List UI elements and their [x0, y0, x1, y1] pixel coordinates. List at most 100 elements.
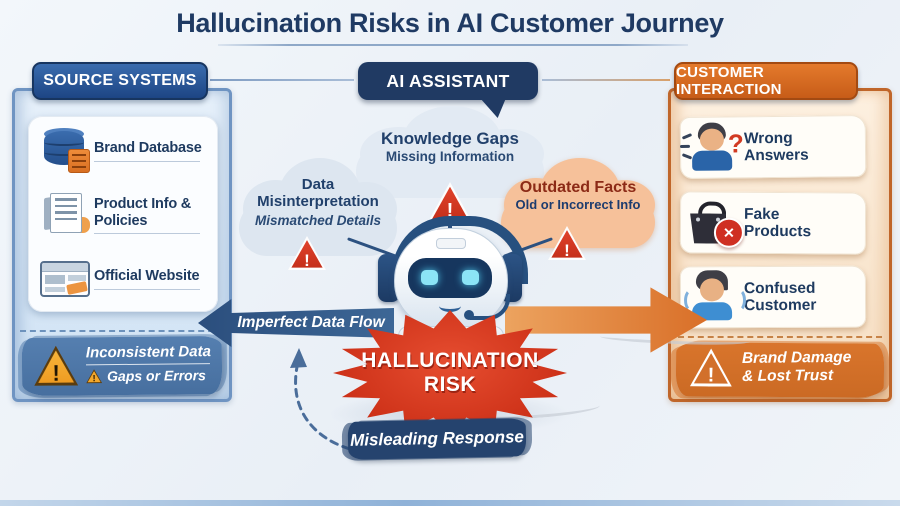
list-item-official-website: Official Website — [36, 248, 212, 310]
connector-line-left — [210, 79, 354, 81]
browser-block — [45, 275, 65, 284]
warning-mark: ! — [707, 364, 715, 387]
robot-eye-right — [462, 270, 479, 285]
document-sheet — [50, 193, 82, 233]
risk-label: RISK — [423, 373, 477, 396]
warning-triangle-icon: ! — [34, 345, 78, 385]
emphasis-line — [679, 144, 690, 148]
database-ridge — [44, 139, 84, 146]
browser-block — [68, 275, 86, 281]
confused-customer-label: Confused Customer — [743, 279, 817, 315]
fake-products-label: Fake Products — [743, 205, 812, 241]
misleading-response-label: Misleading Response — [349, 427, 525, 450]
source-item-label: Product Info & Policies — [94, 196, 206, 234]
database-icon — [36, 125, 94, 177]
customer-interaction-header-label: CUSTOMER INTERACTION — [676, 64, 782, 98]
label-underline — [94, 160, 200, 162]
browser-block — [45, 287, 65, 292]
outdated-facts-title: Outdated Facts — [519, 179, 637, 197]
customer-question-icon: ? — [679, 120, 745, 175]
brand-damage-label: Brand Damage — [741, 348, 852, 367]
warning-mark: ! — [304, 251, 310, 271]
avatar-shirt — [692, 150, 733, 171]
warning-mark: ! — [52, 360, 60, 386]
cloud-text: Data Misinterpretation Mismatched Detail… — [236, 176, 400, 229]
inconsistent-data-label: Inconsistent Data — [85, 343, 211, 362]
x-mark: ✕ — [723, 224, 735, 241]
data-misinterpretation-subtitle: Mismatched Details — [254, 212, 382, 228]
ai-assistant-header-label: AI ASSISTANT — [386, 70, 510, 91]
document-icon — [36, 189, 94, 241]
source-items-card: Brand Database Product Info & Policies — [28, 116, 218, 312]
x-mark-icon: ✕ — [713, 217, 745, 248]
imperfect-data-flow-label: Imperfect Data Flow — [237, 314, 385, 331]
microphone-arm — [470, 294, 510, 320]
lost-trust-label: & Lost Trust — [742, 366, 834, 385]
cloud-text: Knowledge Gaps Missing Information — [352, 129, 548, 166]
browser-accent — [66, 281, 88, 295]
inconsistent-data-band: ! Inconsistent Data ! Gaps or Errors — [21, 335, 223, 397]
source-item-label: Official Website — [94, 268, 206, 290]
knowledge-gaps-subtitle: Missing Information — [385, 148, 515, 164]
customer-interaction-header: CUSTOMER INTERACTION — [674, 62, 858, 100]
list-item-fake-products: ✕ Fake Products — [679, 191, 867, 255]
robot-eye-left — [421, 270, 438, 285]
connector-line-right — [542, 79, 670, 81]
bag-rivet — [696, 217, 701, 222]
source-systems-header: SOURCE SYSTEMS — [32, 62, 208, 100]
headphone-band — [392, 216, 528, 284]
knowledge-gaps-cloud: Knowledge Gaps Missing Information — [352, 106, 548, 200]
title-underline — [218, 44, 688, 46]
robot-visor — [408, 258, 492, 298]
question-mark-icon: ? — [727, 128, 745, 159]
outdated-facts-cloud: Outdated Facts Old or Incorrect Info — [498, 158, 658, 250]
bottom-accent-bar — [0, 500, 900, 506]
hallucination-label: HALLUCINATION — [361, 348, 539, 372]
list-item-wrong-answers: ? Wrong Answers — [679, 115, 867, 179]
database-card — [68, 149, 90, 173]
robot-head-slot — [436, 238, 466, 249]
source-item-label: Brand Database — [94, 140, 206, 162]
warning-triangle-outline-icon: ! — [690, 348, 732, 386]
wrong-answers-label: Wrong Answers — [743, 129, 809, 165]
list-item-product-info: Product Info & Policies — [36, 184, 212, 246]
fake-product-bag-icon: ✕ — [680, 195, 745, 249]
warning-mark: ! — [446, 200, 454, 223]
gaps-or-errors-label: Gaps or Errors — [107, 367, 207, 385]
misleading-response-badge: Misleading Response — [347, 418, 527, 460]
outdated-facts-subtitle: Old or Incorrect Info — [515, 197, 641, 213]
browser-window — [40, 261, 90, 297]
label-underline — [94, 232, 200, 234]
emphasis-line — [681, 133, 692, 140]
emphasis-line — [681, 153, 693, 160]
triangle-stick — [448, 214, 452, 240]
avatar-face — [699, 278, 725, 302]
brand-damage-band: ! Brand Damage & Lost Trust — [675, 342, 885, 398]
browser-icon — [36, 253, 94, 305]
data-misinterpretation-title: Data Misinterpretation — [257, 176, 379, 211]
browser-toolbar — [42, 263, 88, 272]
warning-triangle-small-icon: ! — [86, 369, 102, 383]
list-item-confused-customer: Confused Customer — [679, 265, 867, 329]
hallucination-risk-badge: HALLUCINATION RISK — [333, 310, 567, 436]
gaps-or-errors-row: ! Gaps or Errors — [86, 367, 216, 384]
band-divider — [85, 363, 210, 366]
page-title: Hallucination Risks in AI Customer Journ… — [176, 8, 724, 38]
source-systems-header-label: SOURCE SYSTEMS — [43, 72, 197, 89]
microphone-tip — [464, 310, 474, 320]
cloud-text: Outdated Facts Old or Incorrect Info — [498, 178, 658, 213]
list-item-brand-database: Brand Database — [36, 120, 212, 182]
right-dashed-divider — [678, 336, 882, 338]
knowledge-gaps-title: Knowledge Gaps — [381, 128, 519, 148]
label-underline — [94, 288, 200, 290]
cloud-body — [501, 196, 655, 249]
warning-mark: ! — [564, 241, 570, 261]
inconsistent-data-text: Inconsistent Data ! Gaps or Errors — [86, 343, 216, 384]
avatar-face — [699, 128, 725, 151]
warning-mark: ! — [92, 373, 96, 384]
ai-assistant-header: AI ASSISTANT — [358, 62, 538, 100]
confusion-mark — [729, 288, 747, 313]
left-dashed-divider — [20, 330, 224, 332]
brand-damage-text: Brand Damage & Lost Trust — [742, 348, 880, 385]
